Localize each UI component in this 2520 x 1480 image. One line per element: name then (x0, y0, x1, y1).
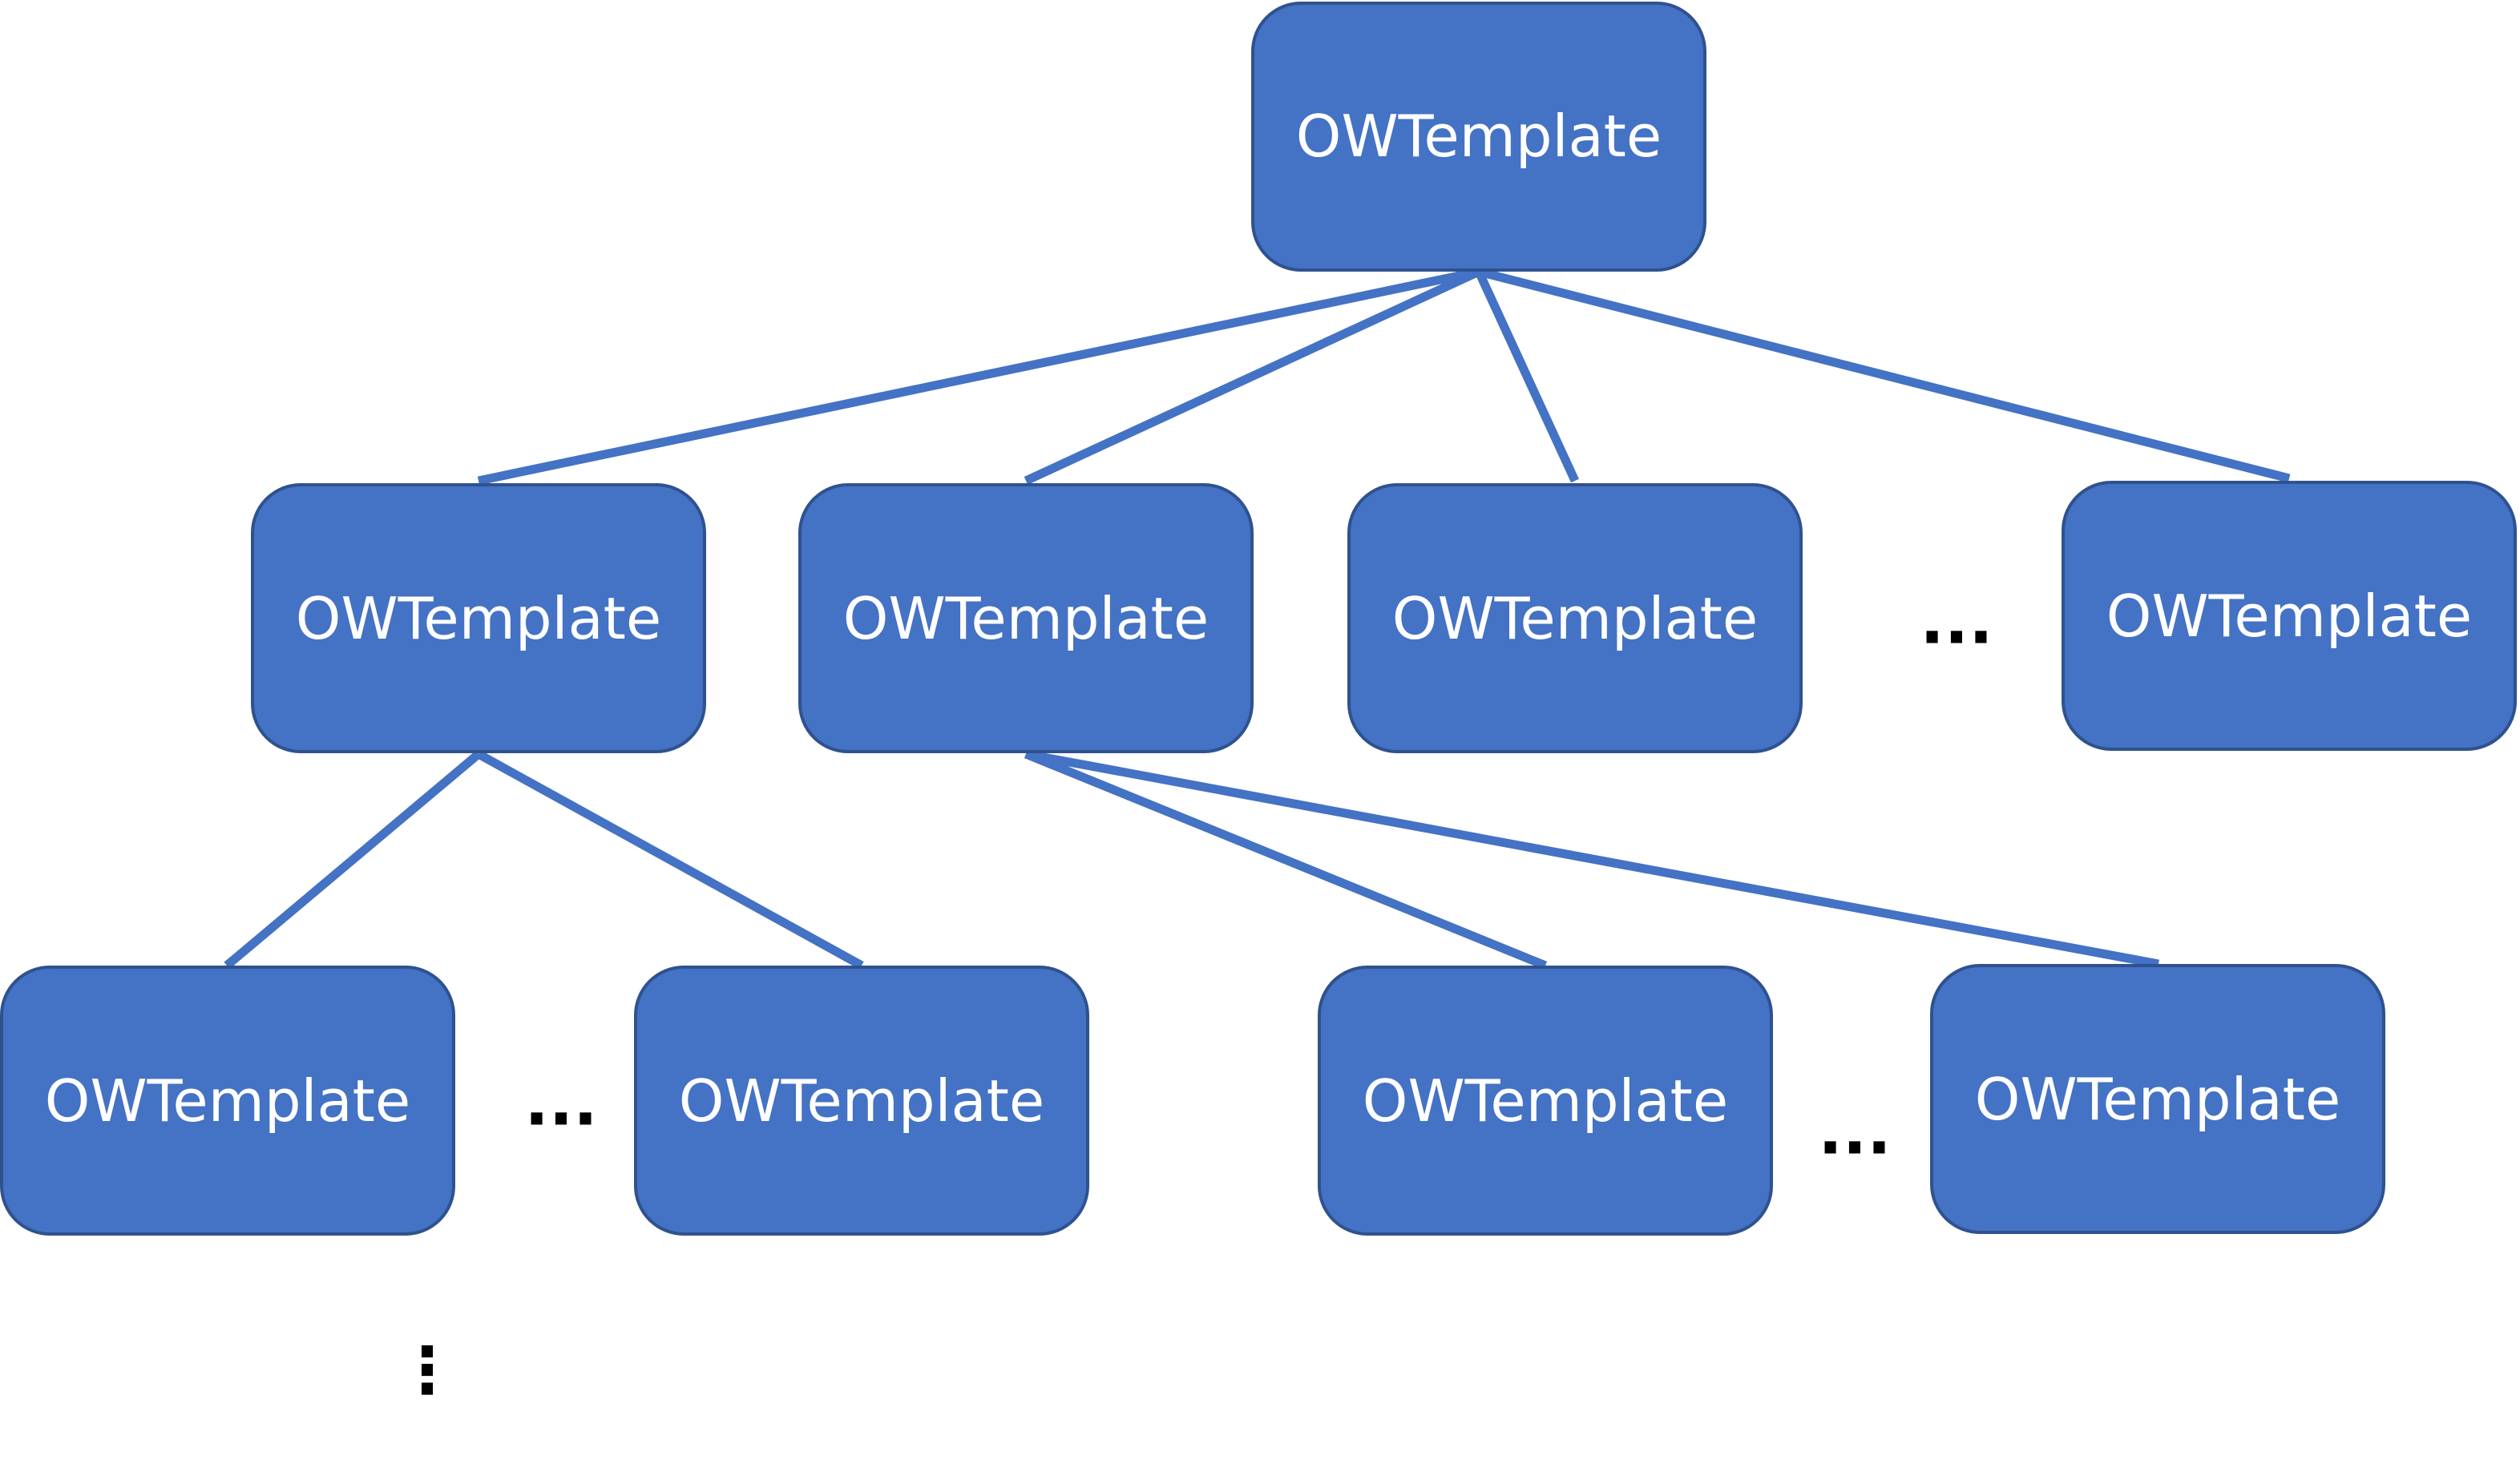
node-grandchild-1-1: OWTemplate (0, 966, 455, 1236)
ellipsis-level2-left: ... (524, 1066, 597, 1140)
node-child-2: OWTemplate (798, 483, 1254, 753)
node-child-3: OWTemplate (1347, 483, 1803, 753)
edge-child-1-grandchild-1-2 (476, 750, 864, 970)
edge-root-child-4 (1477, 267, 2291, 483)
node-grandchild-1-2-label: OWTemplate (679, 1067, 1044, 1135)
node-grandchild-2-2: OWTemplate (1930, 964, 2385, 1234)
node-child-2-label: OWTemplate (843, 585, 1209, 652)
node-grandchild-1-1-label: OWTemplate (45, 1067, 410, 1135)
edge-child-2-grandchild-2-2 (1024, 749, 2160, 969)
node-root-box (1251, 2, 1706, 272)
node-grandchild-2-1: OWTemplate (1318, 966, 1773, 1236)
ellipsis-level2-right: ... (1818, 1095, 1891, 1169)
node-child-3-box (1347, 483, 1803, 753)
node-grandchild-1-1-box (0, 966, 455, 1236)
edge-root-child-1 (477, 267, 1480, 486)
ellipsis-vertical: ⋮ (395, 1333, 459, 1408)
node-grandchild-2-2-box (1930, 964, 2385, 1234)
node-child-3-label: OWTemplate (1392, 585, 1758, 652)
node-grandchild-2-1-label: OWTemplate (1363, 1067, 1728, 1135)
node-child-4: OWTemplate (2062, 481, 2517, 751)
edge-root-child-2 (1024, 268, 1481, 485)
node-child-4-box (2062, 481, 2517, 751)
node-grandchild-1-2: OWTemplate (634, 966, 1089, 1236)
edge-child-2-grandchild-2-1 (1024, 749, 1548, 970)
node-root: OWTemplate (1251, 2, 1706, 272)
ellipsis-level1: ... (1920, 584, 1993, 659)
node-grandchild-2-1-box (1318, 966, 1773, 1236)
node-root-label: OWTemplate (1296, 103, 1662, 170)
node-grandchild-2-2-label: OWTemplate (1975, 1066, 2340, 1133)
edges (224, 267, 2291, 970)
edge-root-child-3 (1475, 269, 1579, 483)
node-child-4-label: OWTemplate (2106, 583, 2472, 650)
node-child-1-label: OWTemplate (296, 585, 661, 652)
node-child-1-box (251, 483, 706, 753)
node-grandchild-1-2-box (634, 966, 1089, 1236)
node-child-2-box (798, 483, 1254, 753)
node-child-1: OWTemplate (251, 483, 706, 753)
edge-child-1-grandchild-1-1 (224, 750, 482, 970)
